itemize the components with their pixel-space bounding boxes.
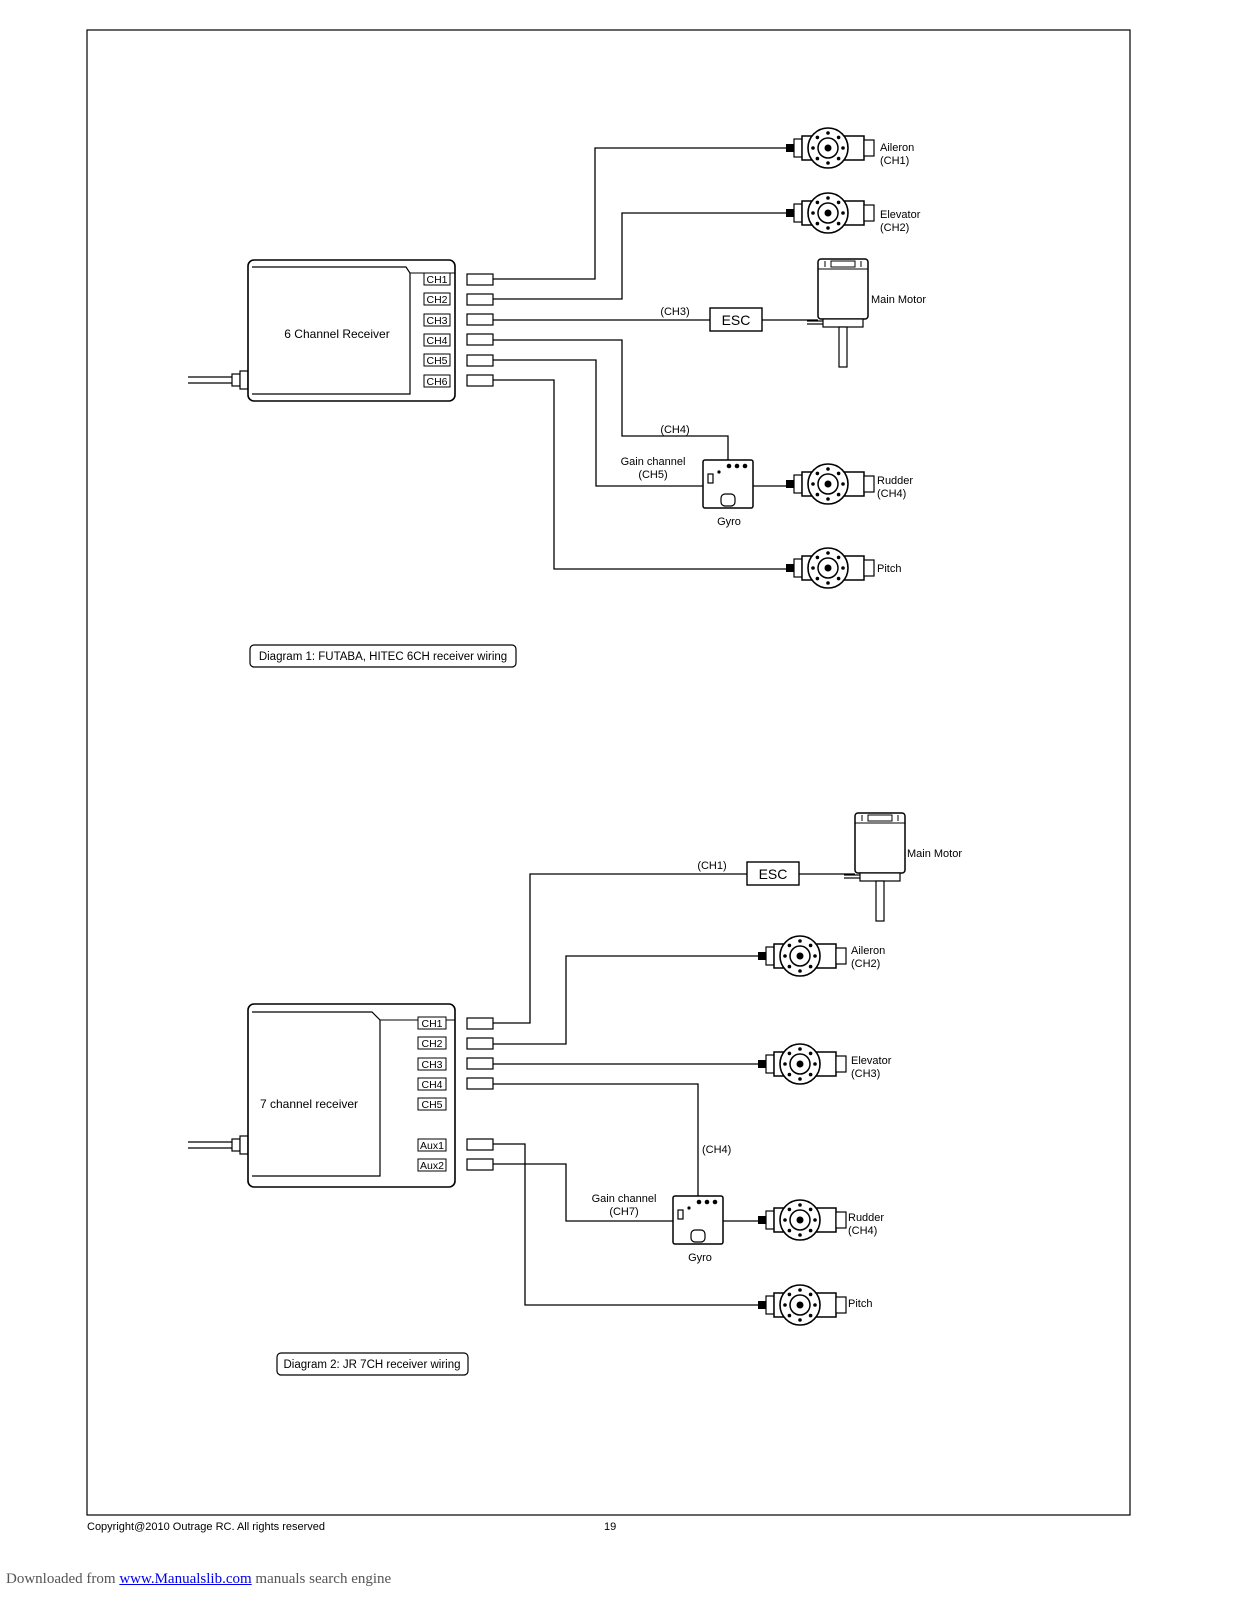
aileron-channel: (CH2) — [851, 958, 880, 970]
diagram-2: 7 channel receiver CH1 CH2 CH3 CH4 CH5 A… — [188, 812, 962, 1376]
antenna — [188, 1135, 249, 1155]
plugs — [466, 273, 494, 387]
pitch-servo-icon — [757, 1284, 847, 1326]
gyro-wire-label: (CH4) — [660, 424, 689, 436]
receiver-label: 6 Channel Receiver — [284, 327, 389, 341]
main-motor-label: Main Motor — [907, 848, 962, 860]
rudder-channel: (CH4) — [848, 1225, 877, 1237]
gyro-icon — [672, 1195, 724, 1245]
download-prefix: Downloaded from — [6, 1571, 116, 1587]
port-ch2: CH2 — [421, 1038, 442, 1050]
diagram-2-caption: Diagram 2: JR 7CH receiver wiring — [276, 1352, 469, 1376]
esc-wire-label: (CH1) — [697, 860, 726, 872]
port-aux2: Aux2 — [420, 1160, 444, 1172]
esc-label: ESC — [759, 866, 788, 882]
esc-box: ESC — [709, 307, 763, 332]
pitch-servo-icon — [785, 547, 875, 589]
elevator-channel: (CH2) — [880, 222, 909, 234]
rudder-servo-icon — [785, 463, 875, 505]
esc-wire-label: (CH3) — [660, 306, 689, 318]
aileron-channel: (CH1) — [880, 155, 909, 167]
port-ch3: CH3 — [421, 1059, 442, 1071]
elevator-channel: (CH3) — [851, 1068, 880, 1080]
esc-label: ESC — [722, 312, 751, 328]
pitch-label: Pitch — [848, 1298, 872, 1310]
aileron-servo-icon — [785, 127, 875, 169]
port-labels: CH1 CH2 CH3 CH4 CH5 Aux1 Aux2 — [417, 1016, 447, 1172]
port-labels: CH1 CH2 CH3 CH4 CH5 CH6 — [423, 272, 451, 388]
port-ch2: CH2 — [426, 294, 447, 306]
page-number: 19 — [604, 1521, 617, 1533]
rudder-label: Rudder — [877, 475, 913, 487]
main-motor-icon — [843, 812, 906, 922]
gyro-icon — [702, 459, 754, 509]
receiver-7ch: 7 channel receiver — [247, 1003, 456, 1188]
diagram-1-caption: Diagram 1: FUTABA, HITEC 6CH receiver wi… — [249, 644, 517, 668]
aileron-label: Aileron — [880, 142, 914, 154]
esc-box: ESC — [746, 861, 800, 886]
plugs — [466, 1017, 494, 1171]
rudder-servo-icon — [757, 1199, 847, 1241]
port-ch5: CH5 — [426, 355, 447, 367]
port-ch1: CH1 — [421, 1018, 442, 1030]
port-ch4: CH4 — [426, 335, 447, 347]
port-ch5: CH5 — [421, 1099, 442, 1111]
download-banner: Downloaded from www.Manualslib.com manua… — [6, 1571, 391, 1588]
main-motor-label: Main Motor — [871, 294, 926, 306]
antenna — [188, 370, 249, 390]
gyro-wire-label: (CH4) — [702, 1144, 731, 1156]
port-ch4: CH4 — [421, 1079, 442, 1091]
port-aux1: Aux1 — [420, 1140, 444, 1152]
gain-channel-label: Gain channel — [621, 456, 686, 468]
page-border — [86, 29, 1131, 1516]
manualslib-link[interactable]: www.Manualslib.com — [119, 1571, 252, 1587]
elevator-servo-icon — [785, 192, 875, 234]
receiver-6ch: 6 Channel Receiver — [247, 259, 456, 402]
aileron-label: Aileron — [851, 945, 885, 957]
copyright-text: Copyright@2010 Outrage RC. All rights re… — [87, 1521, 325, 1533]
gain-channel-number: (CH5) — [638, 469, 667, 481]
diagram-1: 6 Channel Receiver CH1 CH2 CH3 CH4 CH5 C… — [188, 127, 926, 668]
wires — [493, 873, 855, 1306]
download-suffix: manuals search engine — [255, 1571, 392, 1587]
gain-channel-label: Gain channel — [592, 1193, 657, 1205]
receiver-label: 7 channel receiver — [260, 1097, 358, 1111]
wires — [493, 147, 818, 570]
main-motor-icon — [806, 258, 869, 368]
caption-text: Diagram 2: JR 7CH receiver wiring — [283, 1359, 460, 1371]
port-ch6: CH6 — [426, 376, 447, 388]
elevator-label: Elevator — [851, 1055, 892, 1067]
rudder-label: Rudder — [848, 1212, 884, 1224]
pitch-label: Pitch — [877, 563, 901, 575]
gain-channel-number: (CH7) — [609, 1206, 638, 1218]
gyro-label: Gyro — [717, 516, 741, 528]
gyro-label: Gyro — [688, 1252, 712, 1264]
port-ch3: CH3 — [426, 315, 447, 327]
elevator-label: Elevator — [880, 209, 921, 221]
caption-text: Diagram 1: FUTABA, HITEC 6CH receiver wi… — [259, 651, 507, 663]
aileron-servo-icon — [757, 935, 847, 977]
rudder-channel: (CH4) — [877, 488, 906, 500]
port-ch1: CH1 — [426, 274, 447, 286]
elevator-servo-icon — [757, 1043, 847, 1085]
